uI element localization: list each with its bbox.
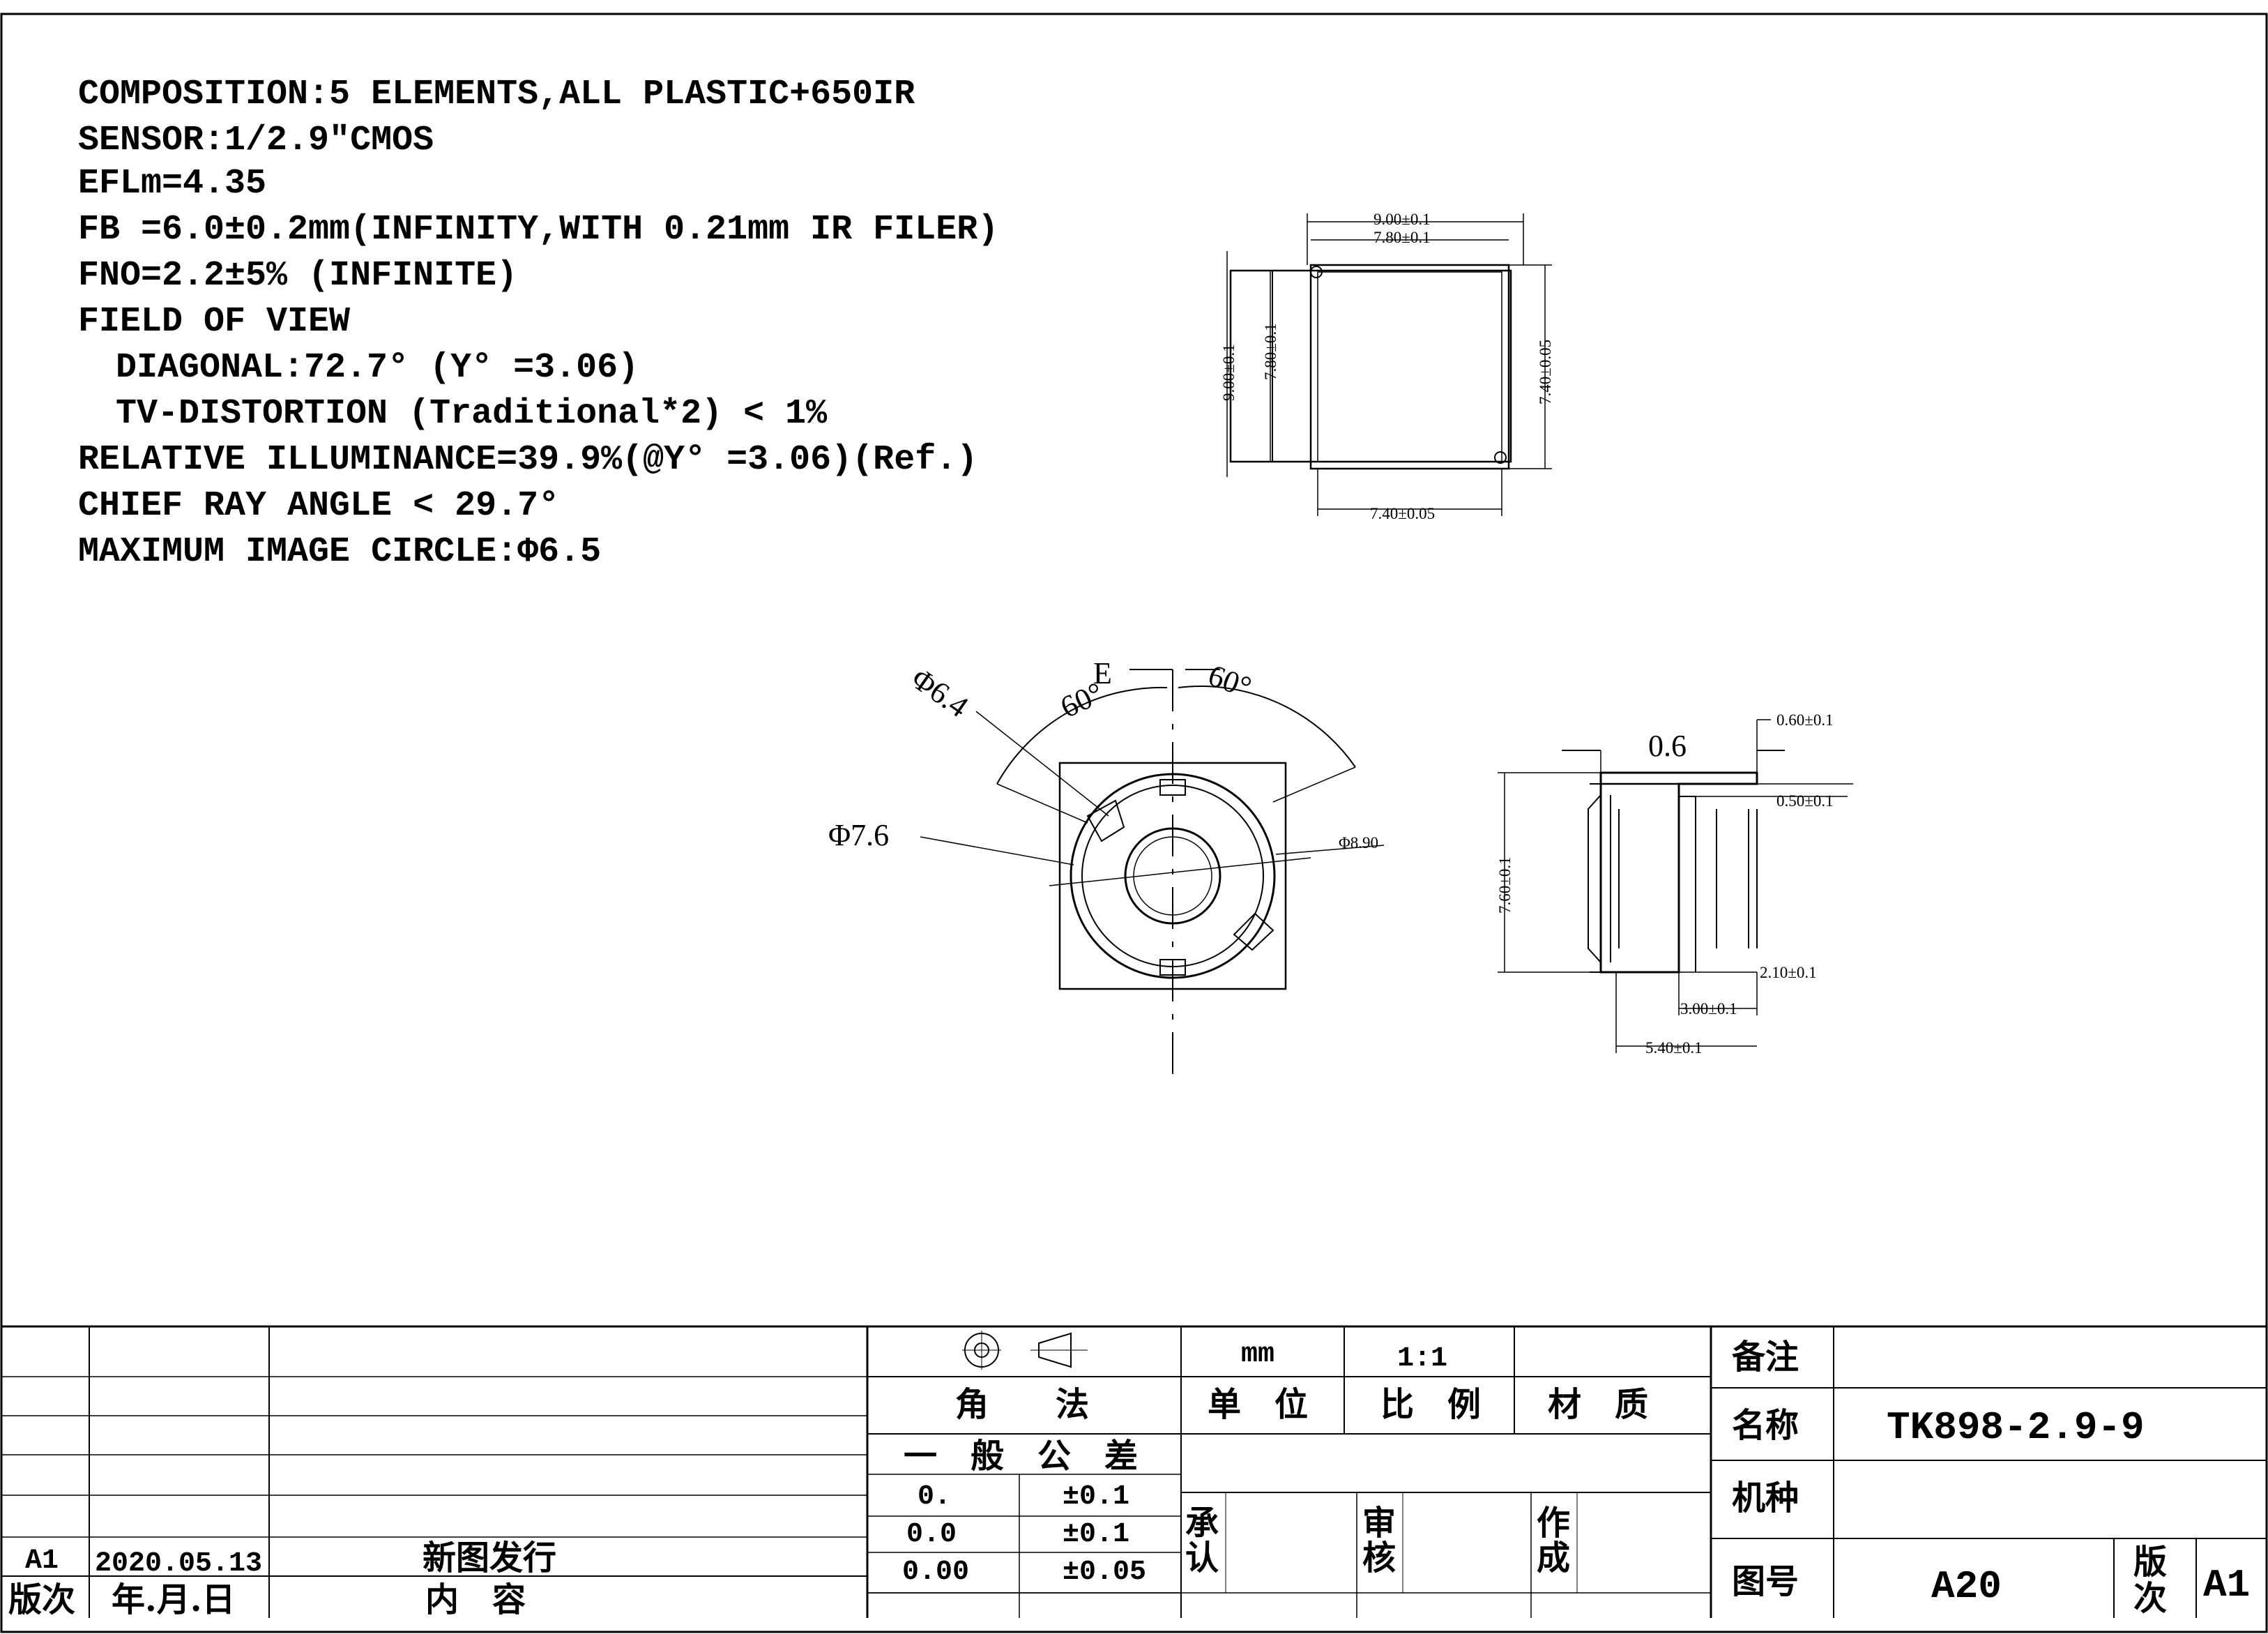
remark-label: 备注 <box>1732 1338 1799 1377</box>
tolerance-key-1: 0. <box>918 1481 951 1513</box>
pin1-mark-icon <box>1310 266 1323 278</box>
title-block: A1 2020.05.13 新图发行 版次 年.月.日 内 容 角 法 mm 单… <box>1 1325 2267 1619</box>
scale-label: 比 例 <box>1380 1385 1481 1424</box>
angle-method-label: 角 法 <box>955 1385 1089 1424</box>
side-chamfer <box>1588 794 1601 963</box>
side-detail-lines <box>1590 783 1620 973</box>
name-value: TK898-2.9-9 <box>1887 1405 2145 1450</box>
sensor-outline <box>1309 264 1510 470</box>
dim-height-outer: 9.00±0.1 <box>1220 344 1238 401</box>
rev-row-date: 2020.05.13 <box>95 1548 262 1580</box>
tolerance-value-3: ±0.05 <box>1063 1557 1146 1588</box>
spec-fb: FB =6.0±0.2mm(INFINITY,WITH 0.21mm IR FI… <box>78 210 998 250</box>
side-base <box>1599 782 1680 974</box>
dim-base: 2.10±0.1 <box>1760 964 1817 981</box>
header-rev: 版次 <box>8 1580 75 1619</box>
dim-width-inner: 7.80±0.1 <box>1373 229 1431 246</box>
make-label-2: 成 <box>1537 1538 1570 1578</box>
dim-diameter-lens: Φ6.4 <box>905 661 975 724</box>
angle-arc-right <box>1178 686 1356 768</box>
top-inner-outline <box>1272 270 1512 462</box>
dim-top-thickness: 0.60±0.1 <box>1776 711 1834 729</box>
leader-diameter-barrel <box>920 836 1074 865</box>
dim-sensor-height: 7.40±0.05 <box>1537 340 1554 404</box>
make-label-1: 作 <box>1537 1504 1570 1543</box>
lug-top <box>1159 779 1186 796</box>
tolerance-key-2: 0.0 <box>906 1519 957 1550</box>
drawing-no-label: 图号 <box>1732 1562 1799 1601</box>
approve-label-2: 认 <box>1185 1538 1219 1578</box>
general-tolerance-label: 一 般 公 差 <box>904 1437 1138 1476</box>
barrel-inner-circle <box>1081 785 1264 967</box>
dim-diameter-outer: Φ8.90 <box>1339 834 1378 852</box>
leader-diameter-outer <box>1275 845 1385 855</box>
leader-diameter-lens <box>975 711 1109 817</box>
tolerance-value-1: ±0.1 <box>1063 1481 1129 1513</box>
rev-row-label: A1 <box>25 1545 59 1577</box>
lug-right <box>1233 912 1274 951</box>
dim-height-inner: 7.80±0.1 <box>1262 323 1279 380</box>
rev-row-content: 新图发行 <box>423 1538 556 1578</box>
header-date: 年.月.日 <box>112 1580 235 1619</box>
top-view: 9.00±0.1 7.80±0.1 7.40±0.05 9.00±0.1 7.8… <box>1220 211 1554 522</box>
dim-width-outer: 9.00±0.1 <box>1373 211 1431 228</box>
unit-label: 单 位 <box>1208 1385 1308 1424</box>
name-label: 名称 <box>1732 1406 1799 1445</box>
dim-flange: 0.50±0.1 <box>1776 792 1834 810</box>
diagonal-centerline <box>1049 857 1311 886</box>
spec-fov: FIELD OF VIEW <box>78 302 350 342</box>
version-label-1: 版 <box>2133 1543 2167 1582</box>
material-label: 材 质 <box>1548 1385 1648 1424</box>
spec-block: COMPOSITION:5 ELEMENTS,ALL PLASTIC+650IR… <box>78 75 998 572</box>
dim-step: 0.6 <box>1648 729 1687 763</box>
angle-arc-left <box>996 686 1168 785</box>
pin2-mark-icon <box>1494 451 1507 464</box>
dim-body-depth: 3.00±0.1 <box>1680 1000 1737 1018</box>
model-label: 机种 <box>1732 1478 1799 1518</box>
dim-height: 7.60±0.1 <box>1496 856 1514 914</box>
spec-chief-ray-angle: CHIEF RAY ANGLE < 29.7° <box>78 486 559 526</box>
lug-bottom <box>1159 959 1186 976</box>
side-lens-lines <box>1679 796 1758 972</box>
sheet-border <box>0 13 2268 1633</box>
review-label-2: 核 <box>1362 1538 1396 1578</box>
dim-diameter-barrel: Φ7.6 <box>828 818 889 852</box>
datum-label: E <box>1093 656 1112 690</box>
spec-tv-distortion: TV-DISTORTION (Traditional*2) < 1% <box>116 394 828 434</box>
spec-composition: COMPOSITION:5 ELEMENTS,ALL PLASTIC+650IR <box>78 75 915 114</box>
spec-fno: FNO=2.2±5% (INFINITE) <box>78 256 517 296</box>
drawing-no-value: A20 <box>1931 1564 2002 1609</box>
lug-left <box>1086 799 1125 842</box>
spec-max-image-circle: MAXIMUM IMAGE CIRCLE:Φ6.5 <box>78 532 601 572</box>
spec-relative-illuminance: RELATIVE ILLUMINANCE=39.9%(@Y° =3.06)(Re… <box>78 440 977 480</box>
side-view: 0.6 0.60±0.1 0.50±0.1 7.60±0.1 2.10±0.1 … <box>1496 711 1853 1057</box>
review-label-1: 审 <box>1362 1504 1396 1543</box>
spec-diagonal: DIAGONAL:72.7° (Y° =3.06) <box>116 348 639 388</box>
version-value: A1 <box>2203 1563 2250 1607</box>
approve-label-1: 承 <box>1185 1504 1219 1543</box>
header-content: 内 容 <box>425 1580 526 1619</box>
projection-cone-icon <box>1038 1332 1072 1368</box>
spec-efl: EFLm=4.35 <box>78 164 266 204</box>
sensor-window <box>1317 271 1502 462</box>
front-view: Φ6.4 Φ7.6 Φ8.90 60° 60° E <box>828 656 1385 1074</box>
dim-angle-right: 60° <box>1204 658 1256 704</box>
spec-sensor: SENSOR:1/2.9"CMOS <box>78 121 434 160</box>
unit-value: mm <box>1241 1339 1274 1370</box>
tolerance-value-2: ±0.1 <box>1063 1519 1129 1550</box>
tolerance-key-3: 0.00 <box>902 1557 969 1588</box>
scale-value: 1:1 <box>1397 1343 1447 1375</box>
version-label-2: 次 <box>2133 1579 2167 1618</box>
dim-sensor-width: 7.40±0.05 <box>1370 505 1435 522</box>
dim-overall-depth: 5.40±0.1 <box>1645 1039 1703 1057</box>
barrel-outer-circle <box>1070 773 1276 979</box>
